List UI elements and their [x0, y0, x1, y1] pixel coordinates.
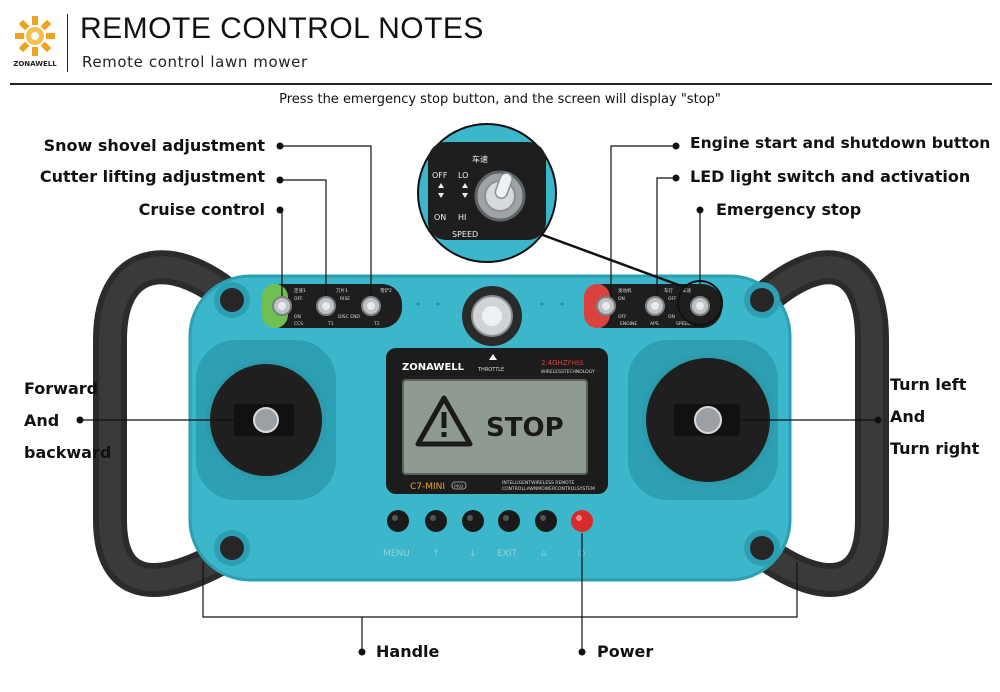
warning-icon	[415, 395, 473, 447]
caption: Press the emergency stop button, and the…	[279, 92, 721, 107]
label-engine-start: Engine start and shutdown button	[690, 134, 991, 152]
freq-label: 2.4GHZ	[541, 359, 568, 367]
cruise-control-switch[interactable]	[272, 296, 292, 316]
panel-label: 发动机	[618, 287, 632, 294]
panel-label: 车速	[682, 287, 691, 294]
button-label-exit: EXIT	[497, 549, 518, 559]
device-brand: ZONAWELL	[402, 362, 465, 373]
label-emergency-stop: Emergency stop	[716, 200, 862, 219]
down-button[interactable]	[462, 510, 484, 532]
engine-start-switch[interactable]	[596, 296, 616, 316]
label-backward: backward	[24, 443, 112, 462]
panel-label: ON	[294, 314, 301, 320]
panel-label: T2	[373, 321, 380, 327]
zoom-label-top: 车速	[472, 154, 488, 164]
panel-label: T1	[327, 321, 334, 327]
snow-shovel-switch[interactable]	[361, 296, 381, 316]
header-divider	[67, 14, 68, 72]
label-cruise-control: Cruise control	[138, 200, 265, 219]
label-snow-shovel: Snow shovel adjustment	[43, 136, 265, 155]
device-desc-2: CONTROLLAWNMOWERCONTROLSYSTEM	[502, 486, 595, 492]
panel-label: APS	[650, 321, 659, 327]
label-led-light: LED light switch and activation	[690, 167, 971, 186]
panel-label: SPEED	[676, 321, 691, 327]
panel-label: ON	[618, 296, 625, 302]
left-handle	[93, 250, 255, 597]
button-label-menu: MENU	[383, 549, 410, 559]
button-label-down: ↓	[469, 549, 477, 559]
panel-label: 雪铲2	[380, 287, 392, 294]
page-subtitle: Remote control lawn mower	[82, 53, 308, 71]
emergency-stop-switch[interactable]	[690, 296, 710, 316]
menu-button[interactable]	[387, 510, 409, 532]
model-name: C7-MINI	[410, 482, 445, 492]
wireless-label: WIRELESSTECHNOLOGY	[541, 369, 595, 375]
zoom-label-lo: LO	[458, 171, 468, 180]
page-title: REMOTE CONTROL NOTES	[80, 12, 484, 45]
led-light-switch[interactable]	[645, 296, 665, 316]
device-desc-1: INTELLIGENTWIRELESS REMOTE	[502, 480, 574, 486]
panel-label: CCS	[294, 321, 303, 327]
zoom-label-off: OFF	[432, 171, 448, 180]
panel-label: DISC END	[338, 314, 360, 320]
button-label-home: ⌂	[541, 549, 547, 559]
header-rule	[10, 83, 992, 85]
panel-label: OFF	[618, 314, 627, 320]
up-button[interactable]	[425, 510, 447, 532]
button-label-up: ↑	[432, 549, 440, 559]
cutter-lifting-switch[interactable]	[316, 296, 336, 316]
throttle-label: THROTTLE	[477, 367, 504, 373]
logo-icon	[15, 16, 55, 56]
label-cutter-lifting: Cutter lifting adjustment	[39, 167, 265, 186]
logo	[10, 12, 60, 60]
zoom-label-on: ON	[434, 213, 446, 222]
label-turn-and: And	[890, 407, 926, 426]
zoom-inset: 车速 OFF LO ON HI SPEED	[417, 123, 557, 263]
panel-label: OFF	[668, 296, 677, 302]
right-joystick[interactable]	[628, 340, 778, 500]
zoom-label-hi: HI	[458, 213, 466, 222]
zoom-label-speed: SPEED	[452, 230, 478, 239]
screen-stop-text: STOP	[486, 413, 564, 443]
label-forward-and: And	[24, 411, 60, 430]
right-handle	[741, 250, 889, 597]
panel-label: 车灯	[664, 287, 673, 294]
fhss-label: FHSS	[568, 360, 584, 367]
panel-label: RISE	[340, 296, 350, 302]
panel-label: 刀片1	[336, 287, 348, 294]
panel-label: OFF	[294, 296, 303, 302]
panel-label: 定速1	[294, 287, 306, 294]
home-button[interactable]	[535, 510, 557, 532]
logo-text: ZONAWELL	[13, 60, 57, 68]
label-power: Power	[597, 642, 654, 661]
throttle-knob[interactable]	[462, 286, 522, 346]
label-turn-left: Turn left	[890, 375, 967, 394]
model-badge: PRO	[454, 484, 464, 490]
panel-label: ENGINE	[620, 321, 637, 327]
label-handle: Handle	[376, 642, 440, 661]
panel-label: ON	[668, 314, 675, 320]
power-button[interactable]	[571, 510, 593, 532]
label-forward: Forward	[24, 379, 99, 398]
label-turn-right: Turn right	[890, 439, 980, 458]
exit-button[interactable]	[498, 510, 520, 532]
